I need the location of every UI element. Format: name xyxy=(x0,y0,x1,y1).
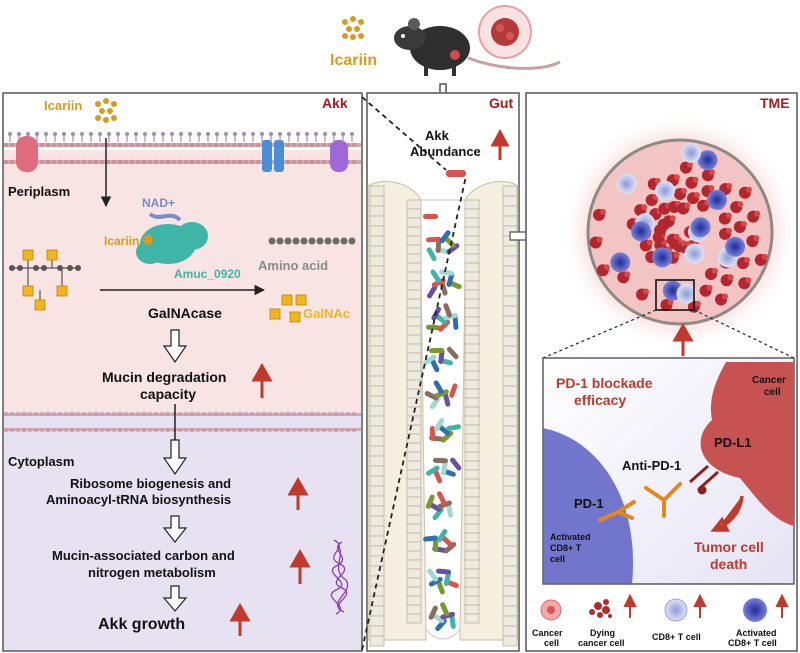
growth-up-arrow-icon xyxy=(229,602,251,636)
cancer-cell-line2: cell xyxy=(764,387,781,398)
mucin-degradation-line1: Mucin degradation xyxy=(102,369,226,385)
outer-membrane xyxy=(3,136,361,172)
mucin-degradation-line2: capacity xyxy=(140,386,196,402)
legend-activated-up-arrow-icon xyxy=(775,593,789,618)
ribosome-line1: Ribosome biogenesis and xyxy=(70,476,231,491)
akk-bacterium-icon xyxy=(446,170,466,177)
galnac-product-icon xyxy=(269,294,307,323)
mouse-icon xyxy=(394,18,561,76)
metabolism-up-arrow-icon xyxy=(289,548,311,584)
tme-legend: Cancer cell Dying cancer cell CD8+ T cel… xyxy=(532,593,789,648)
panel-gut-title: Gut xyxy=(489,95,513,111)
pdl1-receptor-icon xyxy=(689,464,719,495)
legend-cd8-label: CD8+ T cell xyxy=(652,632,701,642)
crypt-epithelium xyxy=(369,185,518,647)
amino-acid-label: Amino acid xyxy=(258,258,328,273)
nad-label: NAD+ xyxy=(142,196,175,210)
arrow-to-mucin-degradation xyxy=(162,329,188,364)
amuc-enzyme-icon xyxy=(136,222,208,264)
amuc-enzyme-label: Amuc_0920 xyxy=(174,267,241,281)
legend-activated-cell-icon xyxy=(743,598,767,622)
akk-growth-label: Akk growth xyxy=(98,616,185,633)
death-arrow-icon xyxy=(710,495,744,532)
tumor-death-line2: death xyxy=(710,556,747,572)
panel-tme: TME PD-1 blockade efficacy Cancer cell P… xyxy=(525,92,800,652)
activated-tcell-line1: Activated xyxy=(550,532,591,542)
legend-dying-cell-icon xyxy=(589,599,612,618)
akk-icariin-dots-icon xyxy=(95,98,117,123)
periplasm-label: Periplasm xyxy=(8,184,70,199)
activated-tcell-shape xyxy=(543,428,634,584)
amino-acid-chain-icon xyxy=(268,237,356,245)
panel-gut: Gut Akk Abundance xyxy=(366,92,548,652)
cancer-cell-shape xyxy=(700,362,794,526)
tumor-death-line1: Tumor cell xyxy=(694,539,764,555)
pd1-label: PD-1 xyxy=(574,496,604,511)
mucin-degradation-up-arrow-icon xyxy=(251,362,273,398)
icariin-dots-icon xyxy=(342,16,364,40)
pdl1-label: PD-L1 xyxy=(714,435,752,450)
pd1-receptor-icon xyxy=(598,500,636,522)
legend-dying-line1: Dying xyxy=(590,628,615,638)
tme-zoom-line-left xyxy=(542,309,657,359)
legend-cancer-line1: Cancer xyxy=(532,628,563,638)
zoom-line-top xyxy=(361,96,447,171)
gut-bacteria xyxy=(423,214,462,631)
anti-pd1-antibody-icon xyxy=(644,482,682,518)
activated-tcell-line2: CD8+ T xyxy=(550,543,582,553)
galnacase-label: GalNAcase xyxy=(148,305,222,321)
metabolism-line1: Mucin-associated carbon and xyxy=(52,548,235,563)
panel-tme-title: TME xyxy=(760,95,790,111)
tumor-zoom-box xyxy=(655,279,695,311)
abundance-up-arrow-icon xyxy=(490,128,510,160)
top-icariin-group: Icariin xyxy=(330,16,377,69)
zoom-tumor-circle-icon xyxy=(478,5,532,59)
panel-akk-title: Akk xyxy=(322,95,348,111)
pd1-blockade-line2: efficacy xyxy=(574,392,626,408)
mucin-glycan-tangle-icon xyxy=(330,539,349,615)
arrow-to-ribosome xyxy=(162,439,188,476)
ribosome-line2: Aminoacyl-tRNA biosynthesis xyxy=(46,492,231,507)
cytoplasm-label: Cytoplasm xyxy=(8,454,74,469)
ribosome-up-arrow-icon xyxy=(287,476,309,510)
inner-membrane xyxy=(4,412,361,432)
tumor-up-arrow-icon xyxy=(672,322,694,356)
enzyme-icariin-label: Icariin xyxy=(104,234,139,248)
tme-zoom-line-right xyxy=(693,309,795,359)
activated-tcell-line3: cell xyxy=(550,554,565,564)
akk-abundance-line2: Abundance xyxy=(410,144,481,159)
pd1-inset: PD-1 blockade efficacy Cancer cell PD-L1… xyxy=(542,357,795,585)
legend-activated-line2: CD8+ T cell xyxy=(728,638,777,648)
panel-akk: Akk Icariin Periplasm NAD+ xyxy=(2,92,363,652)
pd1-blockade-line1: PD-1 blockade xyxy=(556,375,653,391)
legend-dying-line2: cancer cell xyxy=(578,638,625,648)
tumor-cells xyxy=(589,142,768,313)
anti-pd1-label: Anti-PD-1 xyxy=(622,458,681,473)
arrow-to-metabolism xyxy=(162,515,188,543)
arrow-to-growth xyxy=(162,585,188,612)
enzyme-icariin-icon xyxy=(143,235,153,245)
nad-icon xyxy=(148,212,182,222)
top-icariin-label: Icariin xyxy=(330,52,377,69)
cancer-cell-line1: Cancer xyxy=(752,375,786,386)
legend-activated-line1: Activated xyxy=(736,628,777,638)
metabolism-line2: nitrogen metabolism xyxy=(88,565,216,580)
surface-glycans xyxy=(8,132,355,142)
legend-cd8-up-arrow-icon xyxy=(693,593,707,618)
mucin-substrate-icon xyxy=(9,249,81,311)
legend-dying-up-arrow-icon xyxy=(623,593,637,618)
galnac-label: GalNAc xyxy=(303,306,350,321)
legend-cancer-line2: cell xyxy=(544,638,559,648)
akk-abundance-line1: Akk xyxy=(425,128,450,143)
akk-icariin-label: Icariin xyxy=(44,98,82,113)
legend-cd8-cell-icon xyxy=(664,598,688,622)
